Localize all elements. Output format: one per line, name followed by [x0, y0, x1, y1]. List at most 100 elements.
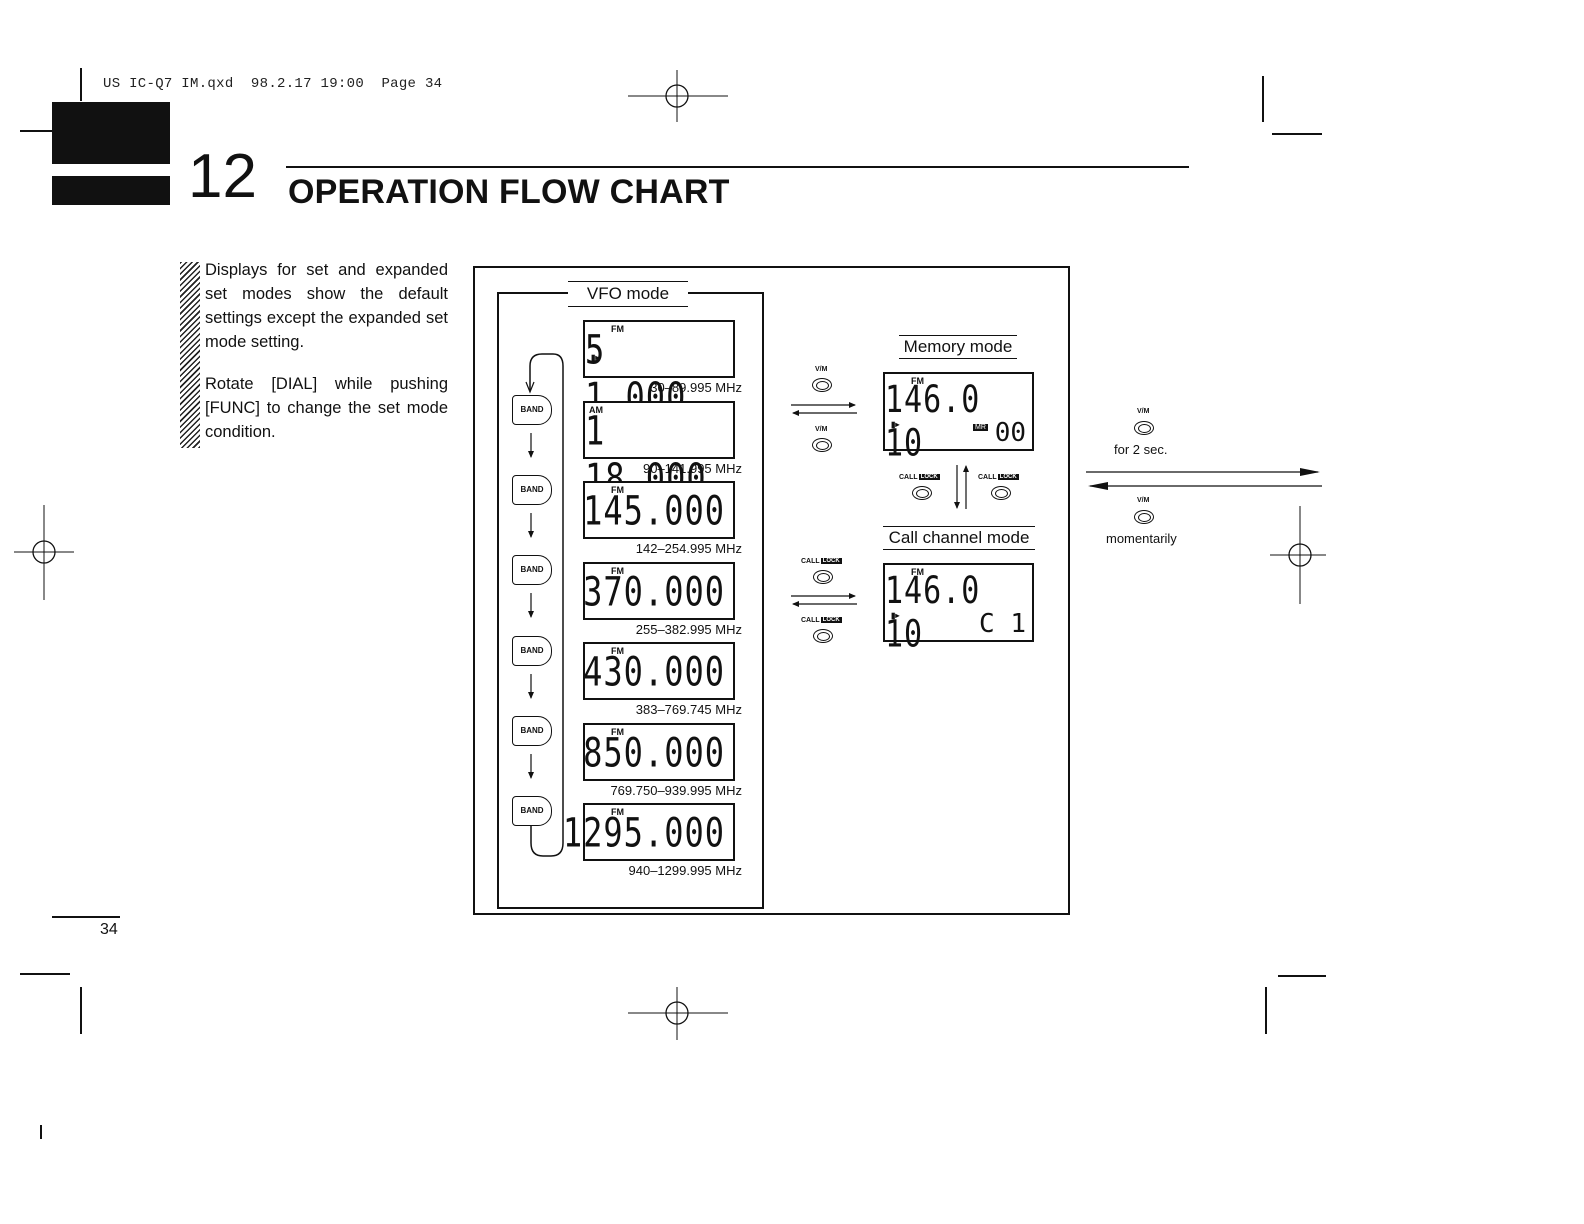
channel-number: 00 [994, 418, 1026, 448]
signal-indicator-icon: ▮▸ [891, 611, 900, 620]
call-text: CALL [978, 474, 997, 481]
mode-indicator: FM [611, 646, 624, 656]
page-number: 34 [100, 921, 118, 938]
registration-mark-icon [628, 70, 728, 122]
frequency-digits: 850.000 [583, 729, 725, 777]
down-arrow-icon [528, 674, 534, 699]
band-loop-arrow-icon [525, 353, 564, 857]
note-paragraph: Displays for set and expanded set modes … [205, 261, 448, 351]
call-text: CALL [801, 558, 820, 565]
down-arrow-icon [528, 513, 534, 538]
up-down-arrows-icon [954, 465, 969, 509]
call-key-icon [912, 486, 932, 500]
frequency-digits: 145.000 [583, 487, 725, 535]
mr-indicator: MR [973, 424, 988, 431]
band-button[interactable]: BAND [512, 796, 552, 826]
vm-key-label: V/M [1137, 408, 1150, 415]
frequency-range-label: 383–769.745 MHz [635, 702, 742, 717]
bidirectional-arrow-icon [791, 402, 857, 416]
file-header: US IC-Q7 IM.qxd 98.2.17 19:00 Page 34 [103, 76, 443, 92]
frequency-range-label: 90–141.995 MHz [642, 461, 742, 476]
down-arrow-icon [528, 433, 534, 458]
band-button[interactable]: BAND [512, 716, 552, 746]
vm-key-icon [812, 378, 832, 392]
heading-rule [286, 166, 1189, 168]
mode-indicator: FM [611, 807, 624, 817]
call-key-icon [813, 570, 833, 584]
bidirectional-arrow-icon [1086, 468, 1322, 490]
crop-mark [1262, 76, 1264, 122]
mode-indicator: AM [589, 405, 603, 415]
frequency-digits: 370.000 [583, 568, 725, 616]
vm-key-label: V/M [815, 366, 828, 373]
frequency-range-label: 142–254.995 MHz [635, 541, 742, 556]
crop-mark [20, 973, 70, 975]
registration-mark-icon [1270, 506, 1326, 604]
mode-indicator: FM [611, 727, 624, 737]
momentary-label: momentarily [1106, 531, 1177, 546]
signal-indicator-icon: ▮▸ [891, 420, 900, 429]
signal-indicator-icon: ▮▸ [591, 353, 600, 362]
memory-mode-label: Memory mode [899, 335, 1017, 359]
lock-badge: LOCK [918, 474, 940, 481]
crop-mark [80, 68, 82, 101]
chapter-title: OPERATION FLOW CHART [288, 173, 730, 211]
frequency-digits: 146.0 10 [885, 569, 981, 657]
call-channel-display: FM 146.0 10 ▮▸ C 1 [883, 563, 1034, 657]
crop-mark [80, 987, 82, 1034]
lock-badge: LOCK [997, 474, 1019, 481]
crop-mark [40, 1125, 42, 1139]
down-arrow-icon [528, 593, 534, 618]
frequency-digits: 1295.000 [562, 809, 725, 857]
frequency-digits: 430.000 [583, 648, 725, 696]
registration-mark-icon [14, 505, 74, 600]
band-button[interactable]: BAND [512, 555, 552, 585]
flow-chart-frame [473, 266, 1070, 915]
frequency-digits: 146.0 10 [885, 378, 981, 466]
page-number-rule [52, 916, 120, 918]
frequency-range-label: 769.750–939.995 MHz [610, 783, 742, 798]
chapter-tab [52, 102, 170, 164]
down-arrow-icon [528, 754, 534, 779]
mode-indicator: FM [611, 485, 624, 495]
vm-key-label: V/M [815, 426, 828, 433]
channel-number: C 1 [979, 609, 1026, 639]
vm-key-label: V/M [1137, 497, 1150, 504]
crop-mark [1278, 975, 1326, 977]
crop-mark [1272, 133, 1322, 135]
mode-indicator: FM [611, 566, 624, 576]
hold-duration-label: for 2 sec. [1114, 442, 1168, 457]
frequency-range-label: 30–89.995 MHz [650, 380, 742, 395]
call-key-icon [991, 486, 1011, 500]
call-text: CALL [899, 474, 918, 481]
mode-indicator: FM [911, 567, 924, 577]
mode-indicator: FM [611, 324, 624, 334]
mode-indicator: FM [911, 376, 924, 386]
crop-mark [1265, 987, 1267, 1034]
band-button[interactable]: BAND [512, 636, 552, 666]
call-channel-mode-label: Call channel mode [883, 526, 1035, 550]
chapter-number: 12 [188, 142, 257, 211]
vm-key-icon [812, 438, 832, 452]
note-paragraph: Rotate [DIAL] while pushing [FUNC] to ch… [205, 375, 448, 441]
lock-badge: LOCK [820, 558, 842, 565]
band-button[interactable]: BAND [512, 395, 552, 425]
memory-mode-display: FM 146.0 10 ▮▸ MR 00 [883, 372, 1034, 466]
lock-badge: LOCK [820, 617, 842, 624]
chapter-tab [52, 176, 170, 205]
bidirectional-arrow-icon [791, 593, 857, 607]
band-button[interactable]: BAND [512, 475, 552, 505]
vfo-mode-label: VFO mode [568, 281, 688, 307]
frequency-range-label: 255–382.995 MHz [635, 622, 742, 637]
